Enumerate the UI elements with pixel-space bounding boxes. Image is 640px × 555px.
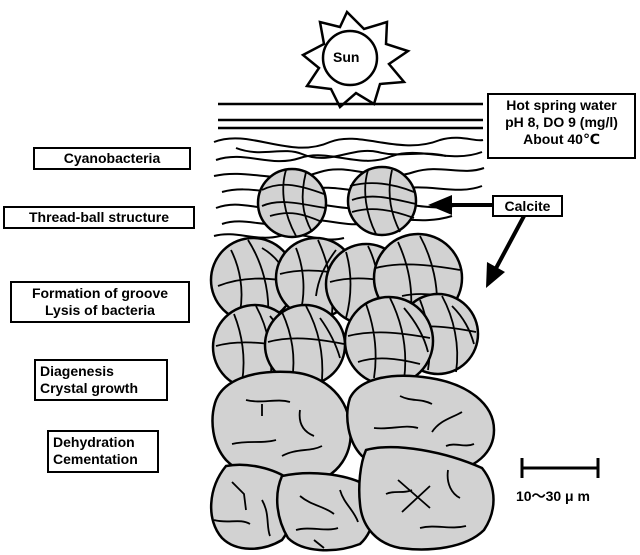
thread-ball <box>258 169 326 237</box>
calcite-arrow-down <box>494 216 524 272</box>
scale-bar-label: 10～30 μ m <box>516 486 590 506</box>
filament <box>214 138 483 148</box>
stage-label-text: Diagenesis <box>40 363 166 380</box>
stage-label-text: Crystal growth <box>40 380 166 397</box>
arrowhead-icon <box>428 195 452 215</box>
stage-label-dehydration: Dehydration Cementation <box>47 430 159 473</box>
sun-label: Sun <box>333 49 359 65</box>
stage-label-groove-lysis: Formation of groove Lysis of bacteria <box>10 281 190 323</box>
stage-label-text: Cementation <box>53 451 157 468</box>
stage-label-text: Lysis of bacteria <box>12 302 188 319</box>
stage-label-cyanobacteria: Cyanobacteria <box>33 147 191 170</box>
filament <box>222 216 452 225</box>
calcite-label-text: Calcite <box>494 198 561 215</box>
stage-label-text: Dehydration <box>53 434 157 451</box>
grooved-spheres <box>211 234 478 389</box>
stage-label-text: Cyanobacteria <box>35 150 189 167</box>
water-conditions-line-1: Hot spring water <box>489 97 634 114</box>
water-conditions-line-2: pH 8, DO 9 (mg/l) <box>489 114 634 131</box>
cemented-crystals <box>211 372 494 550</box>
scale-bar <box>522 458 598 478</box>
calcite-label: Calcite <box>492 195 563 217</box>
stage-label-text: Formation of groove <box>12 285 188 302</box>
water-surface-lines <box>218 104 483 128</box>
filament <box>216 204 462 209</box>
thread-ball-structures <box>258 167 416 237</box>
filament <box>214 168 484 178</box>
stage-label-diagenesis: Diagenesis Crystal growth <box>34 359 168 401</box>
thread-ball <box>348 167 416 235</box>
water-conditions-line-3: About 40℃ <box>489 131 634 148</box>
filament <box>236 148 446 158</box>
stage-label-thread-ball: Thread-ball structure <box>3 206 195 229</box>
stage-label-text: Thread-ball structure <box>5 209 193 226</box>
grooved-sphere <box>345 297 433 385</box>
water-conditions-box: Hot spring water pH 8, DO 9 (mg/l) About… <box>487 93 636 159</box>
